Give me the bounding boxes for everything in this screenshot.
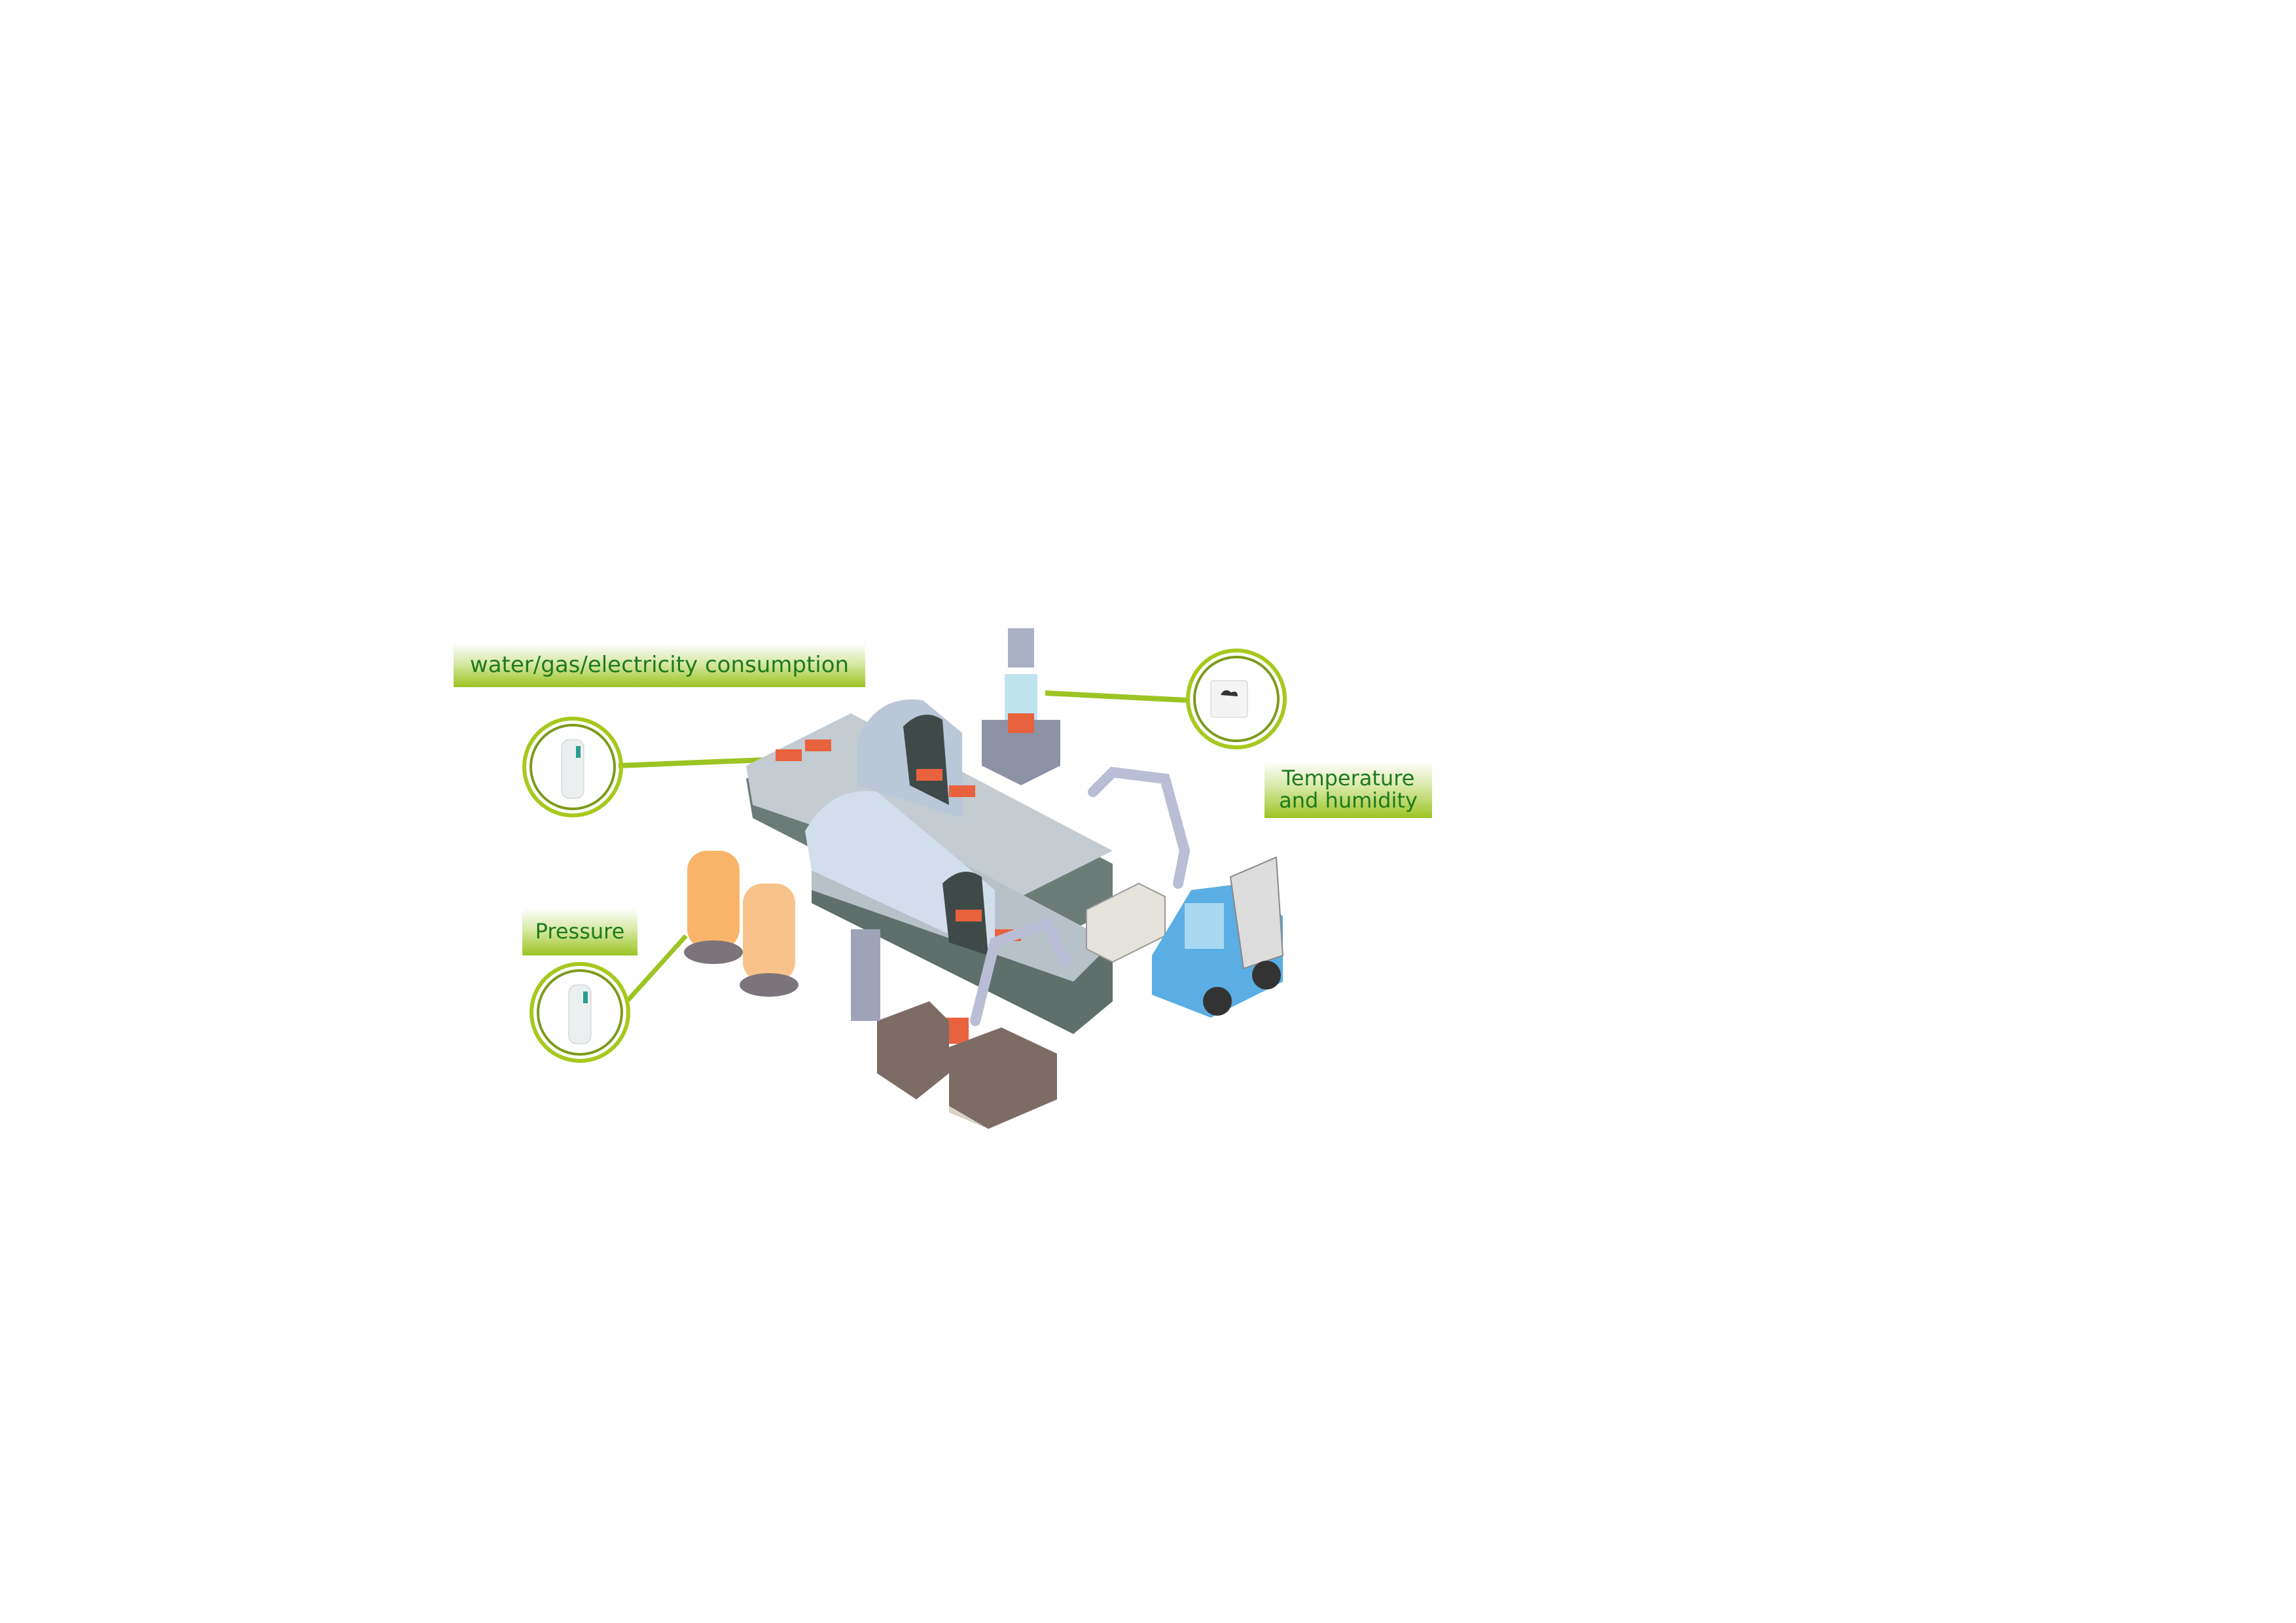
- forklift-truck: [1152, 856, 1284, 1018]
- sensor-ring-pressure: [529, 962, 630, 1063]
- label-consumption-text: water/gas/electricity consumption: [469, 651, 850, 678]
- label-temperature-line1: Temperature: [1282, 765, 1415, 791]
- label-pressure: Pressure: [522, 908, 637, 955]
- gas-tanks: [684, 851, 798, 997]
- sensor-ring-temperature: [1186, 649, 1287, 749]
- connector-line-temperature: [1045, 690, 1189, 703]
- sensor-ring-consumption: [522, 717, 623, 817]
- crates: [877, 1001, 1057, 1129]
- oven-tunnels: [805, 699, 995, 955]
- dispensing-tower: [982, 628, 1060, 785]
- label-temperature-line2: and humidity: [1279, 787, 1418, 813]
- robotic-arms: [970, 766, 1191, 1026]
- label-consumption: water/gas/electricity consumption: [454, 643, 865, 687]
- label-pressure-text: Pressure: [535, 919, 625, 944]
- connector-line-pressure: [625, 934, 688, 1003]
- connector-line-consumption: [618, 757, 783, 768]
- control-panel: [851, 929, 880, 1021]
- label-temperature-humidity: Temperature and humidity: [1265, 761, 1432, 818]
